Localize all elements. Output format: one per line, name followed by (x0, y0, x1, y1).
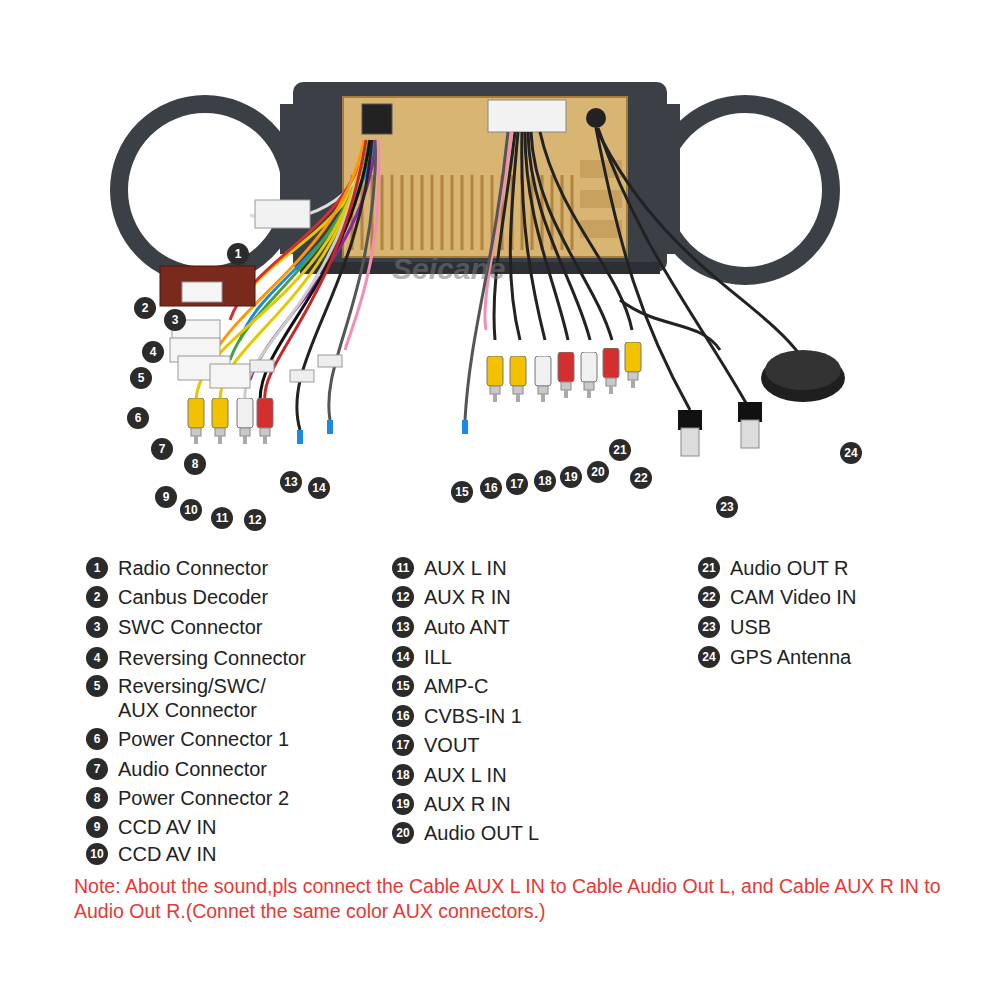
part-name: Audio OUT L (424, 821, 539, 845)
list-number: 5 (86, 675, 108, 697)
part-name: Audio OUT R (730, 556, 849, 580)
callout-number: 13 (280, 471, 302, 493)
list-number: 7 (86, 758, 108, 780)
list-number: 10 (86, 843, 108, 865)
part-name: AUX L IN (424, 763, 507, 787)
part-name: Power Connector 2 (118, 786, 289, 810)
part-name: GPS Antenna (730, 645, 851, 669)
callout-number: 8 (184, 453, 206, 475)
callout-number: 23 (716, 496, 738, 518)
list-number: 12 (392, 586, 414, 608)
list-number: 4 (86, 647, 108, 669)
callout-number: 5 (130, 367, 152, 389)
part-name: Radio Connector (118, 556, 268, 580)
callout-number: 12 (244, 509, 266, 531)
callout-number: 16 (480, 477, 502, 499)
list-number: 6 (86, 728, 108, 750)
list-number: 3 (86, 616, 108, 638)
list-number: 16 (392, 705, 414, 727)
callout-number: 2 (134, 297, 156, 319)
list-number: 2 (86, 586, 108, 608)
list-number: 22 (698, 586, 720, 608)
list-number: 21 (698, 557, 720, 579)
list-number: 14 (392, 646, 414, 668)
part-name: Reversing Connector (118, 646, 306, 670)
callout-number: 15 (451, 481, 473, 503)
list-number: 13 (392, 616, 414, 638)
list-number: 9 (86, 816, 108, 838)
part-name: Power Connector 1 (118, 727, 289, 751)
list-number: 18 (392, 764, 414, 786)
part-name: CCD AV IN (118, 815, 217, 839)
callout-number: 6 (127, 407, 149, 429)
callout-number: 20 (587, 461, 609, 483)
list-number: 24 (698, 646, 720, 668)
part-name: AMP-C (424, 674, 488, 698)
callout-number: 3 (164, 309, 186, 331)
list-number: 17 (392, 734, 414, 756)
callout-number: 21 (609, 439, 631, 461)
part-name: CAM Video IN (730, 585, 856, 609)
callout-number: 10 (180, 499, 202, 521)
part-name: Auto ANT (424, 615, 510, 639)
callout-number: 11 (211, 507, 233, 529)
part-name: Canbus Decoder (118, 585, 268, 609)
part-name: AUX R IN (424, 792, 511, 816)
list-number: 19 (392, 793, 414, 815)
callout-number: 18 (534, 470, 556, 492)
list-number: 8 (86, 787, 108, 809)
list-number: 11 (392, 557, 414, 579)
part-name: ILL (424, 645, 452, 669)
list-number: 23 (698, 616, 720, 638)
part-name: AUX L IN (424, 556, 507, 580)
part-name: CVBS-IN 1 (424, 704, 522, 728)
note-text: Note: About the sound,pls connect the Ca… (74, 874, 954, 924)
list-number: 1 (86, 557, 108, 579)
list-number: 20 (392, 822, 414, 844)
callout-number: 19 (560, 466, 582, 488)
watermark: Seicane (392, 252, 505, 286)
part-name: SWC Connector (118, 615, 263, 639)
callout-number: 1 (227, 243, 249, 265)
part-name: AUX R IN (424, 585, 511, 609)
part-name: Audio Connector (118, 757, 267, 781)
callout-number: 9 (155, 486, 177, 508)
callout-number: 24 (840, 442, 862, 464)
part-name: USB (730, 615, 771, 639)
list-number: 15 (392, 675, 414, 697)
callout-number: 14 (308, 477, 330, 499)
part-name: Reversing/SWC/ AUX Connector (118, 674, 288, 722)
callout-number: 4 (142, 341, 164, 363)
callout-number: 7 (151, 438, 173, 460)
callout-number: 17 (506, 473, 528, 495)
callout-number: 22 (630, 467, 652, 489)
part-name: VOUT (424, 733, 480, 757)
part-name: CCD AV IN (118, 842, 217, 866)
